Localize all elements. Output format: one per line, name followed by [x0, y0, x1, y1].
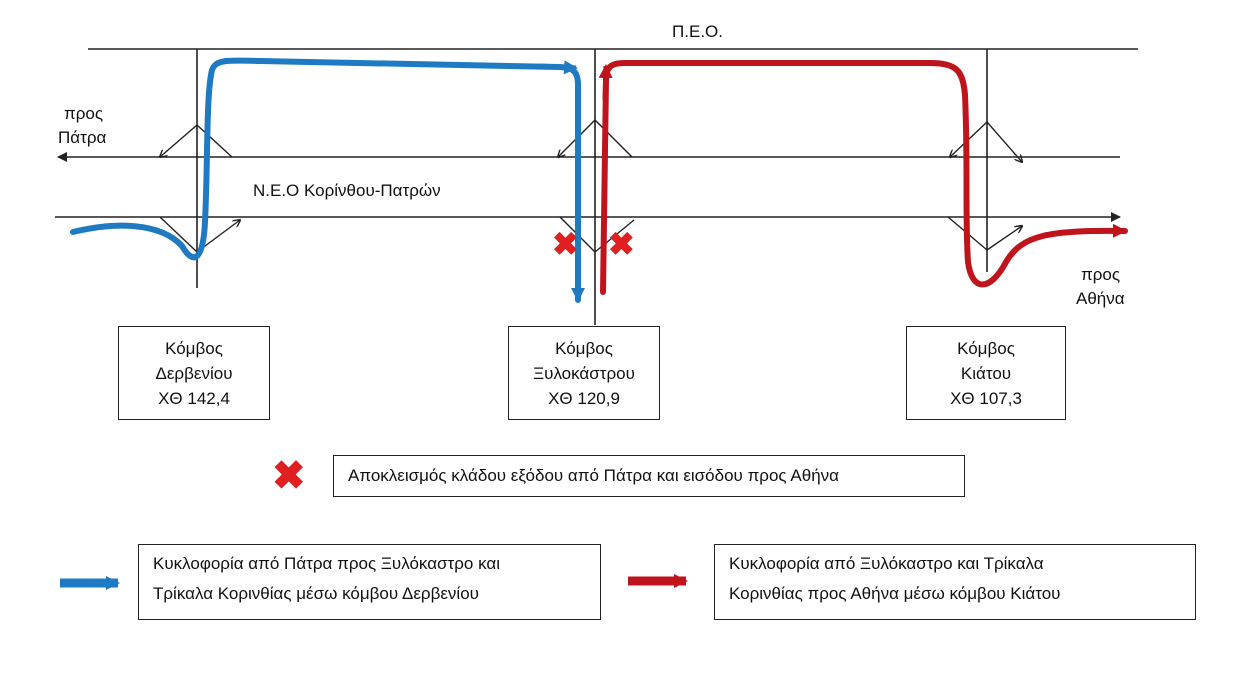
to-patra-label-line1: προς: [64, 104, 104, 123]
red-up-arrowhead: [598, 64, 613, 101]
kiato-ramps: [947, 121, 1022, 251]
red-route-path: [600, 60, 1128, 295]
legend-red-text-line2: Κορινθίας προς Αθήνα μέσω κόμβου Κιάτου: [729, 584, 1061, 603]
node-box-derveni: Κόμβος Δερβενίου ΧΘ 142,4: [118, 326, 270, 420]
node-name: Δερβενίου: [155, 363, 233, 383]
node-name: Κιάτου: [960, 363, 1012, 383]
legend-blue-text-line1: Κυκλοφορία από Πάτρα προς Ξυλόκαστρο και: [153, 554, 500, 573]
derveni-ramps: [160, 124, 240, 253]
node-title: Κόμβος: [165, 338, 223, 358]
legend-closure-box: Αποκλεισμός κλάδου εξόδου από Πάτρα και …: [333, 455, 965, 497]
to-patra-label-line2: Πάτρα: [58, 128, 107, 147]
legend-blue-box: Κυκλοφορία από Πάτρα προς Ξυλόκαστρο και…: [138, 544, 601, 620]
node-title: Κόμβος: [555, 338, 613, 358]
to-athina-label-line1: προς: [1081, 265, 1121, 284]
to-athina-label-line2: Αθήνα: [1076, 289, 1125, 308]
node-chainage: ΧΘ 120,9: [548, 388, 620, 408]
node-title: Κόμβος: [957, 338, 1015, 358]
legend-closure-icon: ✖: [272, 454, 306, 498]
blue-top-arrowhead: [539, 60, 578, 75]
node-box-kiato: Κόμβος Κιάτου ΧΘ 107,3: [906, 326, 1066, 420]
node-box-xylokastro: Κόμβος Ξυλοκάστρου ΧΘ 120,9: [508, 326, 660, 420]
legend-closure-text: Αποκλεισμός κλάδου εξόδου από Πάτρα και …: [348, 466, 839, 485]
node-chainage: ΧΘ 107,3: [950, 388, 1022, 408]
peo-label: Π.Ε.Ο.: [672, 22, 724, 41]
node-name: Ξυλοκάστρου: [533, 363, 635, 383]
node-chainage: ΧΘ 142,4: [158, 388, 230, 408]
legend-red-text-line1: Κυκλοφορία από Ξυλόκαστρο και Τρίκαλα: [729, 554, 1044, 573]
legend-red-box: Κυκλοφορία από Ξυλόκαστρο και Τρίκαλα Κο…: [714, 544, 1196, 620]
legend-blue-text-line2: Τρίκαλα Κορινθίας μέσω κόμβου Δερβενίου: [153, 584, 479, 603]
closure-mark-icon: ✖: [608, 226, 635, 262]
neo-label: Ν.Ε.Ο Κορίνθου-Πατρών: [253, 181, 441, 200]
closure-mark-icon: ✖: [552, 226, 579, 262]
